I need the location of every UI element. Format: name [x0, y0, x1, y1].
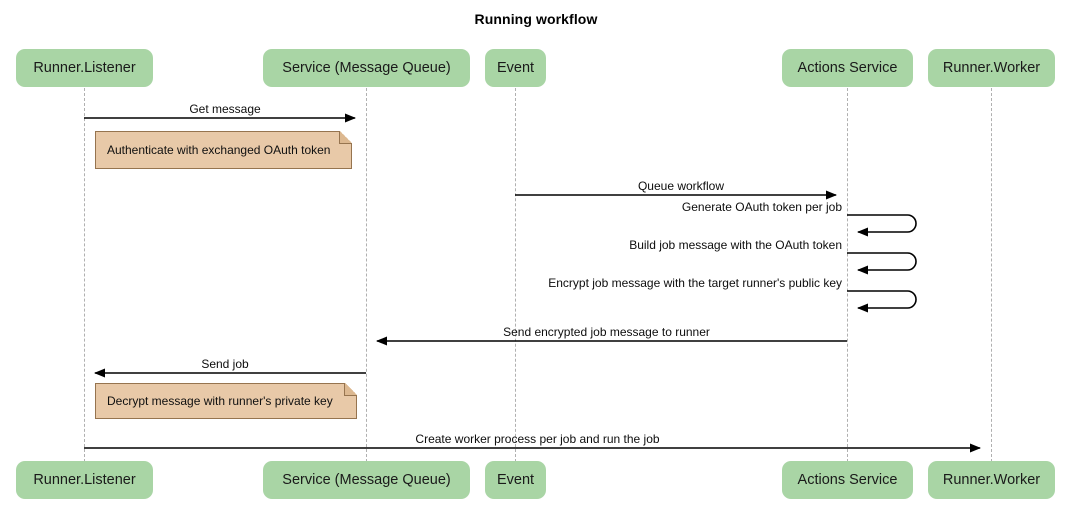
participant-label: Runner.Listener	[33, 472, 136, 488]
participant-label: Event	[496, 472, 535, 488]
participant-label: Event	[496, 60, 535, 76]
message-label-send-job: Send job	[201, 357, 249, 371]
diagram-title: Running workflow	[474, 11, 598, 27]
note-decrypt: Decrypt message with runner's private ke…	[95, 383, 357, 419]
note-text: Decrypt message with runner's private ke…	[107, 394, 333, 408]
lifeline-runner-worker	[991, 88, 992, 462]
participant-actions-service-top[interactable]: Actions Service	[782, 49, 913, 87]
participant-runner-worker-bottom[interactable]: Runner.Worker	[928, 461, 1055, 499]
participant-label: Service (Message Queue)	[282, 472, 451, 488]
participant-label: Runner.Listener	[33, 60, 136, 76]
message-label-generate-oauth-token-per-job: Generate OAuth token per job	[681, 200, 842, 214]
arrow-build-job-message-with-the-oauth-token	[847, 252, 917, 275]
participant-label: Actions Service	[797, 60, 898, 76]
participant-event-bottom[interactable]: Event	[485, 461, 546, 499]
participant-runner-worker-top[interactable]: Runner.Worker	[928, 49, 1055, 87]
participant-event-top[interactable]: Event	[485, 49, 546, 87]
participant-runner-listener-bottom[interactable]: Runner.Listener	[16, 461, 153, 499]
lifeline-actions-service	[847, 88, 848, 462]
participant-actions-service-bottom[interactable]: Actions Service	[782, 461, 913, 499]
participant-runner-listener-top[interactable]: Runner.Listener	[16, 49, 153, 87]
message-label-encrypt-job-message-with-the-target-runners-public-key: Encrypt job message with the target runn…	[548, 276, 842, 290]
lifeline-service-message-queue	[366, 88, 367, 462]
note-text: Authenticate with exchanged OAuth token	[107, 143, 331, 157]
participant-label: Runner.Worker	[942, 60, 1041, 76]
message-label-build-job-message-with-the-oauth-token: Build job message with the OAuth token	[629, 238, 842, 252]
participant-label: Actions Service	[797, 472, 898, 488]
note-authenticate: Authenticate with exchanged OAuth token	[95, 131, 352, 169]
participant-service-message-queue-top[interactable]: Service (Message Queue)	[263, 49, 470, 87]
arrow-generate-oauth-token-per-job	[847, 214, 917, 237]
participant-label: Service (Message Queue)	[282, 60, 451, 76]
lifeline-event	[515, 88, 516, 462]
message-label-send-encrypted-job-message-to-runner: Send encrypted job message to runner	[503, 325, 710, 339]
note-fold-corner-icon	[344, 383, 357, 396]
lifeline-runner-listener	[84, 88, 85, 462]
note-fold-corner-icon	[339, 131, 352, 144]
message-label-queue-workflow: Queue workflow	[637, 179, 725, 193]
participant-label: Runner.Worker	[942, 472, 1041, 488]
participant-service-message-queue-bottom[interactable]: Service (Message Queue)	[263, 461, 470, 499]
message-label-get-message: Get message	[189, 102, 261, 116]
arrow-encrypt-job-message-with-the-target-runners-public-key	[847, 290, 917, 313]
message-label-create-worker-process-per-job-and-run-the-job: Create worker process per job and run th…	[415, 432, 660, 446]
